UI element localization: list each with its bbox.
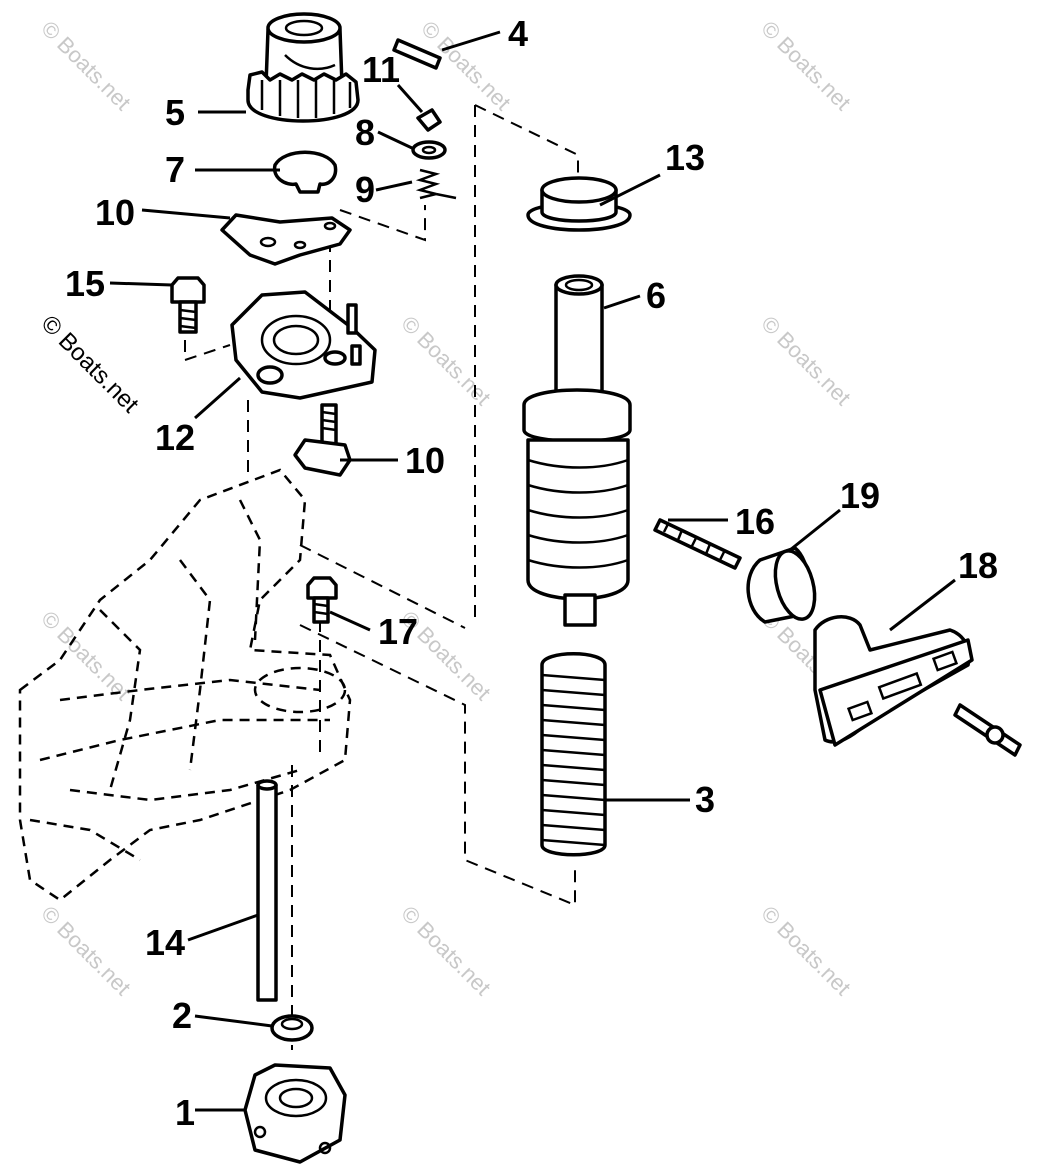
handle-part-18	[813, 615, 1022, 757]
callout-15: 15	[65, 263, 105, 304]
housing-outline	[18, 468, 352, 902]
watermark: © Boats.net	[36, 310, 144, 418]
callout-13: 13	[665, 137, 705, 178]
bolt-part-17	[306, 576, 338, 624]
callout-10-upper: 10	[95, 192, 135, 233]
callout-labels: 4 11 5 8 7 9 10 15 12 10 13 6 17 3 16 19…	[65, 13, 998, 1133]
callout-3: 3	[695, 779, 715, 820]
callout-16: 16	[735, 501, 775, 542]
bracket-plate-part-12	[230, 290, 377, 400]
bushing-part-13	[526, 176, 632, 232]
pulley-part-6	[522, 274, 632, 627]
watermark-layer: © Boats.net © Boats.net © Boats.net © Bo…	[36, 16, 856, 1000]
rope-part-16	[653, 518, 742, 570]
recoil-spring-part-3	[540, 652, 607, 857]
callout-9: 9	[355, 169, 375, 210]
bolt-part-15	[170, 276, 206, 334]
washer-part-8	[411, 140, 447, 160]
callout-5: 5	[165, 92, 185, 133]
watermark: © Boats.net	[756, 16, 855, 115]
callout-7: 7	[165, 149, 185, 190]
callout-17: 17	[378, 611, 418, 652]
pinion-gear-part-5	[246, 12, 360, 123]
callout-1: 1	[175, 1092, 195, 1133]
leader-lines	[109, 30, 956, 1112]
callout-2: 2	[172, 995, 192, 1036]
watermark: © Boats.net	[36, 606, 135, 705]
watermark: © Boats.net	[396, 901, 495, 1000]
watermark: © Boats.net	[36, 16, 135, 115]
callout-19: 19	[840, 475, 880, 516]
clip-part-11	[416, 108, 442, 132]
pawl-plate-part-10	[220, 213, 352, 266]
retainer-clip-part-7	[272, 150, 338, 194]
watermark: © Boats.net	[756, 311, 855, 410]
callout-8: 8	[355, 112, 375, 153]
callout-10-lower: 10	[405, 440, 445, 481]
pawl-part-10	[293, 403, 352, 477]
callout-14: 14	[145, 922, 185, 963]
pin-part-4	[392, 38, 442, 70]
lower-bracket-part-1	[243, 1063, 347, 1164]
insert-part-19	[746, 546, 817, 624]
shaft-part-14	[256, 779, 278, 1002]
watermark: © Boats.net	[36, 901, 135, 1000]
callout-4: 4	[508, 13, 528, 54]
bushing-part-2	[270, 1014, 314, 1042]
watermark: © Boats.net	[756, 901, 855, 1000]
callout-11: 11	[362, 49, 400, 90]
callout-18: 18	[958, 545, 998, 586]
callout-6: 6	[646, 275, 666, 316]
callout-12: 12	[155, 417, 195, 458]
watermark: © Boats.net	[396, 311, 495, 410]
small-spring-part-9	[415, 168, 457, 200]
